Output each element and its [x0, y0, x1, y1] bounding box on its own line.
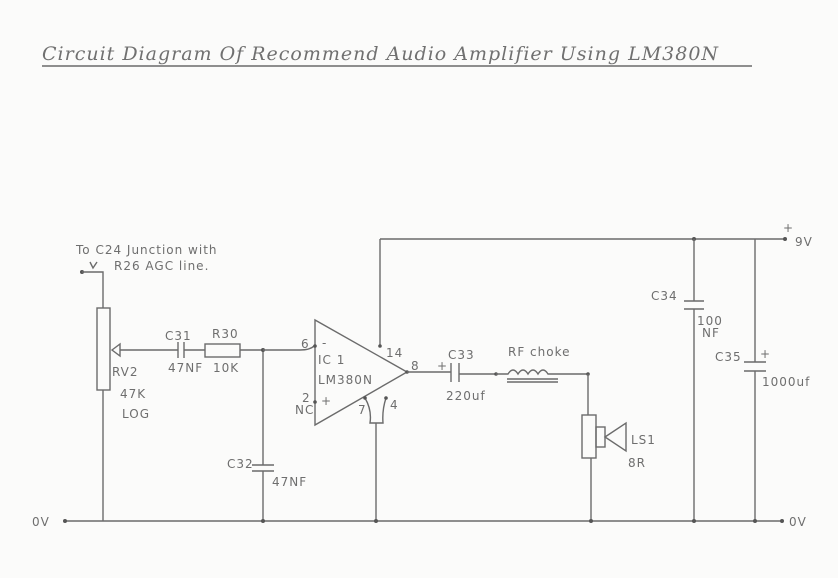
rv2-value: 47K — [120, 387, 146, 401]
arrow-icon — [89, 261, 98, 270]
ls1-speaker — [581, 414, 597, 459]
note-line1: To C24 Junction with — [75, 243, 218, 257]
ic1-nc: NC — [295, 403, 314, 417]
c35-ref: C35 — [715, 350, 742, 364]
agc-wire — [82, 271, 104, 308]
junction — [753, 519, 757, 523]
junction — [692, 519, 696, 523]
c34-ref: C34 — [651, 289, 678, 303]
speaker-magnet — [595, 426, 606, 448]
ic1-pin4: 4 — [390, 398, 399, 412]
wiper-arrow-icon — [110, 342, 121, 358]
c31-value: 47NF — [168, 361, 203, 375]
rv2-taper: LOG — [122, 407, 150, 421]
pin — [384, 396, 388, 400]
choke-label: RF choke — [508, 345, 571, 359]
ground-terminal-left — [63, 519, 67, 523]
c33-value: 220uf — [446, 389, 486, 403]
pin — [378, 344, 382, 348]
c35-value: 1000uf — [762, 375, 810, 389]
ls1-ref: LS1 — [631, 433, 656, 447]
ls1-value: 8R — [628, 456, 646, 470]
c31-ref: C31 — [165, 329, 192, 343]
junction — [374, 519, 378, 523]
supply-plus: + — [783, 221, 794, 235]
speaker-cone-icon — [603, 421, 627, 453]
rv2-ref: RV2 — [112, 365, 139, 379]
supply-label: 9V — [795, 235, 813, 249]
c34-value2: NF — [702, 326, 720, 340]
c33-ref: C33 — [448, 348, 475, 362]
c35-plus: + — [760, 347, 771, 361]
ic1-opamp — [314, 318, 409, 427]
pin — [363, 396, 367, 400]
ic1-pin2: 2 — [302, 391, 311, 405]
ic1-ref: IC 1 — [318, 353, 345, 367]
ground-label-left: 0V — [32, 515, 50, 529]
pin — [313, 344, 317, 348]
pin — [313, 400, 317, 404]
junction — [261, 519, 265, 523]
supply-terminal — [783, 237, 787, 241]
c32-value: 47NF — [272, 475, 307, 489]
ic1-pin8: 8 — [411, 359, 420, 373]
ic1-minus: - — [322, 336, 327, 350]
diagram-title: Circuit Diagram Of Recommend Audio Ampli… — [42, 43, 719, 65]
rv2-potentiometer — [96, 307, 111, 391]
r30-resistor — [204, 343, 241, 358]
c33-plus: + — [437, 359, 448, 373]
ic1-plus: + — [321, 394, 332, 408]
junction — [589, 519, 593, 523]
c34-value1: 100 — [697, 314, 723, 328]
ic1-pin6: 6 — [301, 337, 310, 351]
ic1-pin7: 7 — [358, 403, 367, 417]
wire — [240, 349, 264, 465]
c32-ref: C32 — [227, 457, 254, 471]
ic1-part: LM380N — [318, 373, 373, 387]
r30-value: 10K — [213, 361, 239, 375]
ground-terminal-right — [780, 519, 784, 523]
ground-label-right: 0V — [789, 515, 807, 529]
ic1-pin14: 14 — [386, 346, 403, 360]
r30-ref: R30 — [212, 327, 239, 341]
pin7-pin4-link — [364, 397, 387, 424]
wire — [263, 345, 315, 351]
note-line2: R26 AGC line. — [114, 259, 209, 273]
rf-choke-inductor — [496, 369, 588, 376]
